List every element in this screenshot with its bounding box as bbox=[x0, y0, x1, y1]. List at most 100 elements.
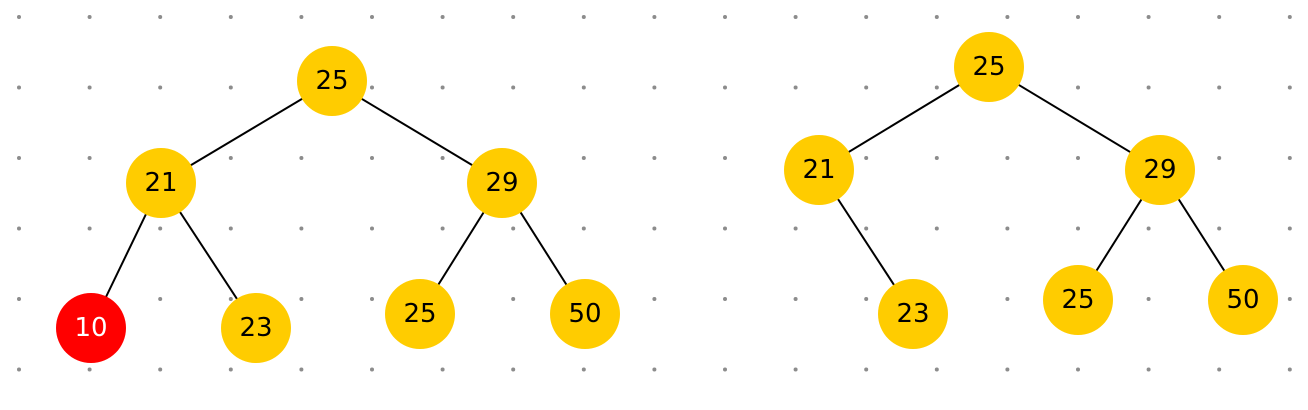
grid-dot bbox=[1146, 226, 1151, 231]
grid-dot bbox=[723, 156, 727, 160]
grid-dot bbox=[934, 226, 939, 231]
grid-dot bbox=[793, 367, 798, 372]
grid-dot bbox=[87, 367, 92, 372]
grid-dot bbox=[793, 85, 798, 90]
grid-dot bbox=[1217, 156, 1222, 160]
node-label: 25 bbox=[403, 299, 436, 329]
grid-dot bbox=[158, 297, 163, 301]
grid-dot bbox=[1287, 85, 1292, 90]
grid-dot bbox=[934, 85, 939, 90]
grid-dot bbox=[228, 226, 233, 231]
grid-dot bbox=[440, 367, 445, 372]
grid-dot bbox=[228, 367, 233, 372]
grid-dot bbox=[511, 15, 516, 19]
grid-dot bbox=[793, 226, 798, 231]
grid-dot bbox=[1005, 297, 1010, 301]
grid-dot bbox=[370, 15, 374, 19]
node-label: 25 bbox=[315, 66, 348, 96]
highlighted-node-circle bbox=[56, 293, 126, 363]
tree-before-node: 25 bbox=[385, 279, 455, 349]
grid-dot bbox=[1076, 367, 1080, 372]
grid-dot bbox=[1146, 85, 1151, 90]
node-label: 23 bbox=[239, 313, 272, 343]
node-circle bbox=[221, 293, 291, 363]
node-circle bbox=[467, 148, 537, 218]
tree-after-node: 25 bbox=[954, 32, 1024, 102]
grid-dot bbox=[1005, 15, 1010, 19]
grid-dot bbox=[370, 156, 374, 160]
grid-dot bbox=[158, 367, 163, 372]
grid-dot bbox=[370, 297, 374, 301]
tree-before-node: 21 bbox=[126, 148, 196, 218]
grid-dot bbox=[158, 15, 163, 19]
grid-dot bbox=[299, 15, 304, 19]
grid-dot bbox=[581, 367, 586, 372]
grid-dot bbox=[1287, 156, 1292, 160]
grid-dot bbox=[511, 297, 516, 301]
grid-dot bbox=[793, 15, 798, 19]
grid-dot bbox=[581, 15, 586, 19]
node-circle bbox=[784, 135, 854, 205]
node-circle bbox=[1208, 265, 1278, 335]
node-circle bbox=[878, 279, 948, 349]
grid-dot bbox=[793, 297, 798, 301]
tree-before-node: 50 bbox=[550, 279, 620, 349]
grid-dot bbox=[1005, 226, 1010, 231]
grid-dot bbox=[652, 85, 657, 90]
tree-after-node: 21 bbox=[784, 135, 854, 205]
grid-dot bbox=[1287, 226, 1292, 231]
grid-dot bbox=[299, 367, 304, 372]
grid-dot bbox=[723, 297, 727, 301]
grid-dot bbox=[652, 226, 657, 231]
grid-dot bbox=[17, 15, 21, 19]
grid-dot bbox=[1076, 156, 1080, 160]
grid-dot bbox=[370, 85, 374, 90]
grid-dot bbox=[864, 85, 869, 90]
node-label: 50 bbox=[568, 299, 601, 329]
grid-dot bbox=[652, 156, 657, 160]
grid-dot bbox=[934, 156, 939, 160]
grid-dot bbox=[17, 156, 21, 160]
tree-after-node: 23 bbox=[878, 279, 948, 349]
grid-dot bbox=[1076, 85, 1080, 90]
grid-dot bbox=[1217, 367, 1222, 372]
grid-dot bbox=[1076, 15, 1080, 19]
grid-dot bbox=[228, 85, 233, 90]
node-circle bbox=[1043, 265, 1113, 335]
node-label: 29 bbox=[1143, 155, 1176, 185]
grid-dot bbox=[370, 226, 374, 231]
tree-before-node: 23 bbox=[221, 293, 291, 363]
grid-dot bbox=[17, 85, 21, 90]
node-circle bbox=[126, 148, 196, 218]
grid-dot bbox=[440, 15, 445, 19]
grid-dot bbox=[299, 297, 304, 301]
grid-dot bbox=[158, 226, 163, 231]
grid-dot bbox=[1217, 226, 1222, 231]
grid-dot bbox=[158, 85, 163, 90]
grid-dot bbox=[864, 297, 869, 301]
grid-dot bbox=[511, 85, 516, 90]
grid-dot bbox=[1287, 367, 1292, 372]
grid-dot bbox=[1146, 297, 1151, 301]
grid-dot bbox=[228, 15, 233, 19]
tree-after-node: 25 bbox=[1043, 265, 1113, 335]
grid-dot bbox=[581, 226, 586, 231]
tree-before-node: 29 bbox=[467, 148, 537, 218]
grid-dot bbox=[87, 226, 92, 231]
grid-dot bbox=[864, 15, 869, 19]
grid-dot bbox=[723, 367, 727, 372]
grid-dot bbox=[299, 156, 304, 160]
grid-dot bbox=[299, 226, 304, 231]
node-label: 21 bbox=[802, 155, 835, 185]
grid-dot bbox=[581, 85, 586, 90]
node-label: 50 bbox=[1226, 285, 1259, 315]
grid-dot bbox=[1287, 297, 1292, 301]
grid-dot bbox=[17, 367, 21, 372]
grid-dot bbox=[1146, 367, 1151, 372]
node-label: 21 bbox=[144, 168, 177, 198]
node-label: 29 bbox=[485, 168, 518, 198]
grid-dot bbox=[934, 367, 939, 372]
grid-dot bbox=[17, 297, 21, 301]
